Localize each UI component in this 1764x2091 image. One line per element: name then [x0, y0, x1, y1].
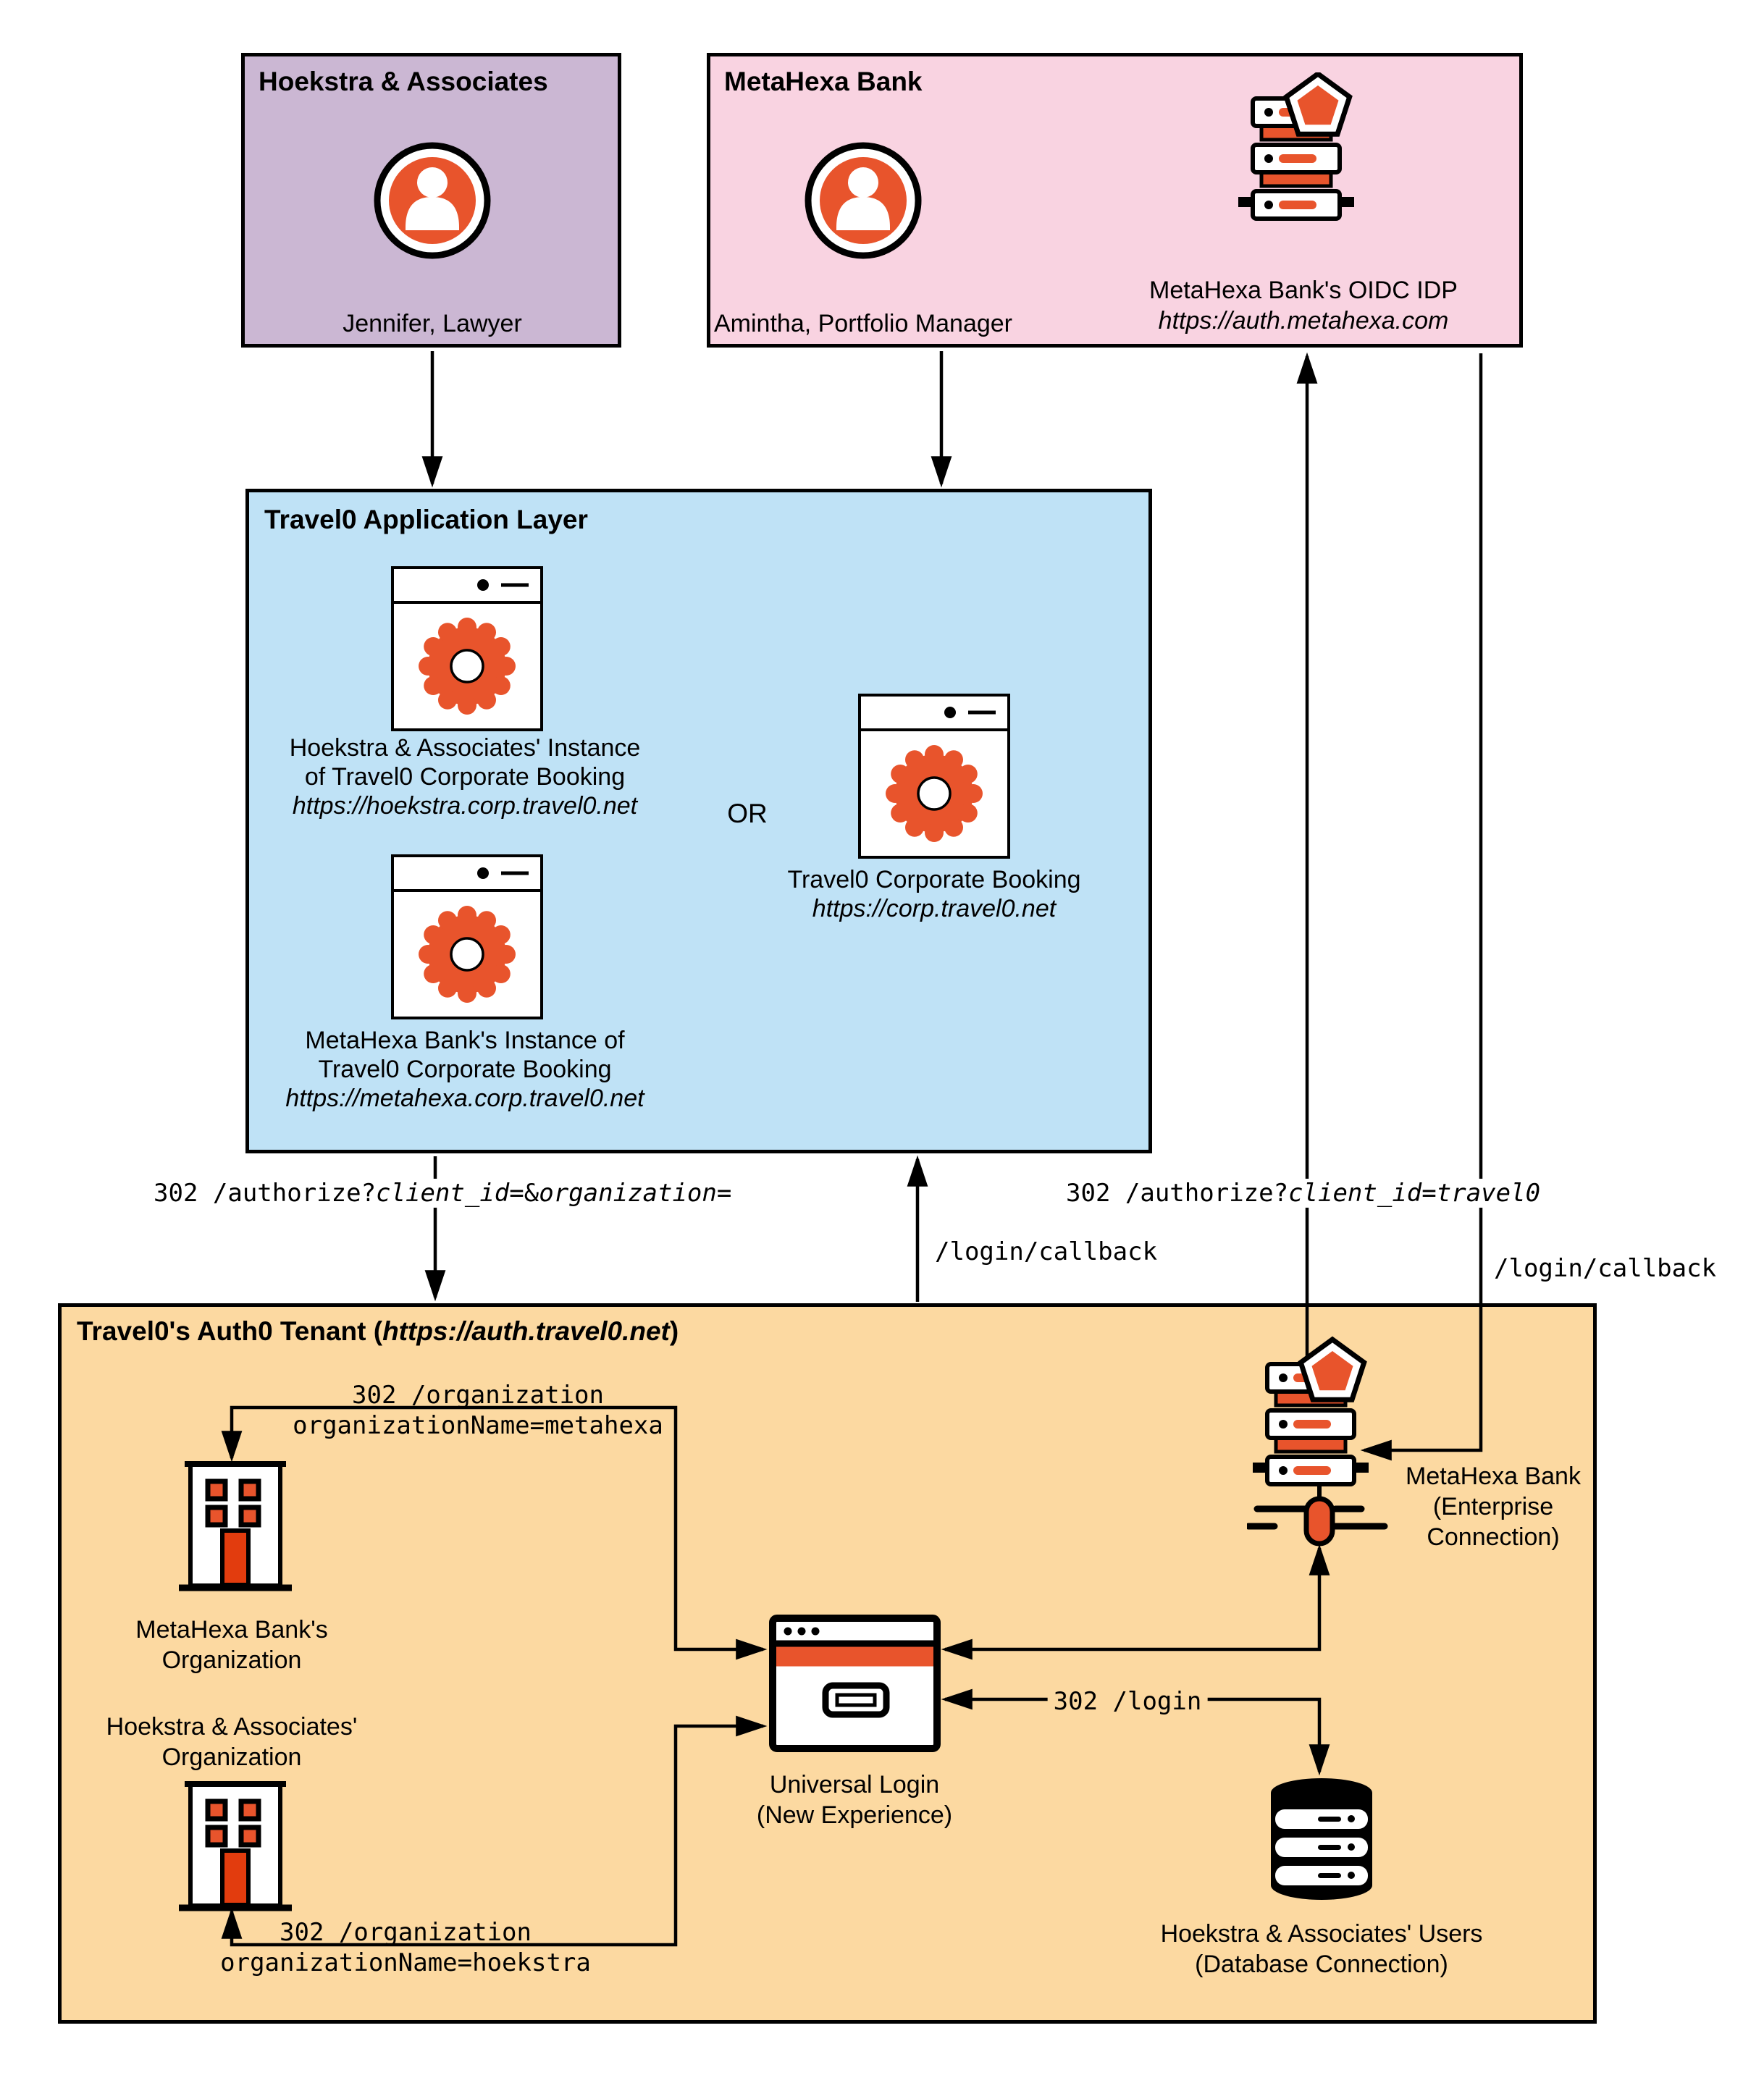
label-login-callback-left: /login/callback	[935, 1237, 1158, 1266]
metahexa-org-caption-2: Organization	[161, 1646, 302, 1674]
metahexa-company-title: MetaHexa Bank	[724, 67, 923, 96]
database-icon	[1271, 1778, 1372, 1900]
label-org-hoekstra-1: 302 /organization	[280, 1918, 532, 1947]
hoekstra-organization-icon	[179, 1781, 292, 1911]
travel0-app-url: https://corp.travel0.net	[812, 895, 1057, 922]
label-login-callback-right: /login/callback	[1494, 1254, 1717, 1283]
arrow-idp-callback-to-enterprise	[1360, 353, 1483, 1461]
enterprise-connection-icon	[1247, 1336, 1388, 1547]
jennifer-label: Jennifer, Lawyer	[343, 310, 522, 337]
database-caption-1: Hoekstra & Associates' Users	[1160, 1920, 1483, 1948]
travel0-app-caption: Travel0 Corporate Booking	[787, 866, 1081, 893]
travel0-app-icon	[858, 694, 1010, 859]
enterprise-connection-caption-3: Connection)	[1427, 1523, 1560, 1551]
hoekstra-app-caption-1: Hoekstra & Associates' Instance	[289, 734, 641, 762]
hoekstra-app-url: https://hoekstra.corp.travel0.net	[292, 792, 638, 820]
amintha-label: Amintha, Portfolio Manager	[714, 310, 1012, 337]
metahexa-organization-icon	[179, 1461, 292, 1591]
label-org-metahexa-1: 302 /organization	[352, 1381, 604, 1410]
enterprise-connection-caption-1: MetaHexa Bank	[1406, 1463, 1581, 1490]
metahexa-app-url: https://metahexa.corp.travel0.net	[285, 1085, 644, 1112]
oidc-idp-server-icon	[1238, 72, 1354, 221]
hoekstra-company-title: Hoekstra & Associates	[259, 67, 548, 96]
universal-login-caption-2: (New Experience)	[756, 1801, 953, 1829]
arrow-organization-hoekstra	[221, 1715, 768, 1947]
label-302-authorize-travel0: 302 /authorize?client_id=travel0	[1064, 1179, 1543, 1208]
or-label: OR	[727, 799, 768, 828]
database-caption-2: (Database Connection)	[1195, 1951, 1448, 1978]
enterprise-connection-caption-2: (Enterprise	[1432, 1493, 1554, 1520]
oidc-idp-url: https://auth.metahexa.com	[1158, 307, 1449, 335]
universal-login-caption-1: Universal Login	[769, 1771, 940, 1798]
person-icon-jennifer	[374, 142, 491, 259]
metahexa-app-caption-1: MetaHexa Bank's Instance of	[305, 1027, 625, 1054]
person-icon-amintha	[805, 142, 922, 259]
label-org-metahexa-2: organizationName=metahexa	[293, 1411, 663, 1440]
label-302-authorize-organization: 302 /authorize?client_id=&organization=	[151, 1179, 734, 1208]
label-302-login: 302 /login	[1047, 1687, 1208, 1716]
auth0-tenant-title: Travel0's Auth0 Tenant (https://auth.tra…	[77, 1316, 679, 1346]
arrow-organization-metahexa	[221, 1405, 768, 1660]
metahexa-app-caption-2: Travel0 Corporate Booking	[318, 1056, 612, 1083]
hoekstra-org-caption-1: Hoekstra & Associates'	[106, 1713, 358, 1741]
metahexa-org-caption-1: MetaHexa Bank's	[135, 1616, 328, 1644]
metahexa-app-icon	[391, 854, 543, 1019]
arrow-universal-login-enterprise	[941, 1544, 1330, 1660]
oidc-idp-label: MetaHexa Bank's OIDC IDP	[1149, 277, 1458, 304]
hoekstra-app-caption-2: of Travel0 Corporate Booking	[304, 763, 626, 791]
universal-login-icon	[769, 1615, 941, 1752]
hoekstra-org-caption-2: Organization	[161, 1743, 302, 1771]
app-layer-title: Travel0 Application Layer	[264, 505, 588, 534]
hoekstra-app-icon	[391, 566, 543, 731]
label-org-hoekstra-2: organizationName=hoekstra	[220, 1948, 591, 1977]
